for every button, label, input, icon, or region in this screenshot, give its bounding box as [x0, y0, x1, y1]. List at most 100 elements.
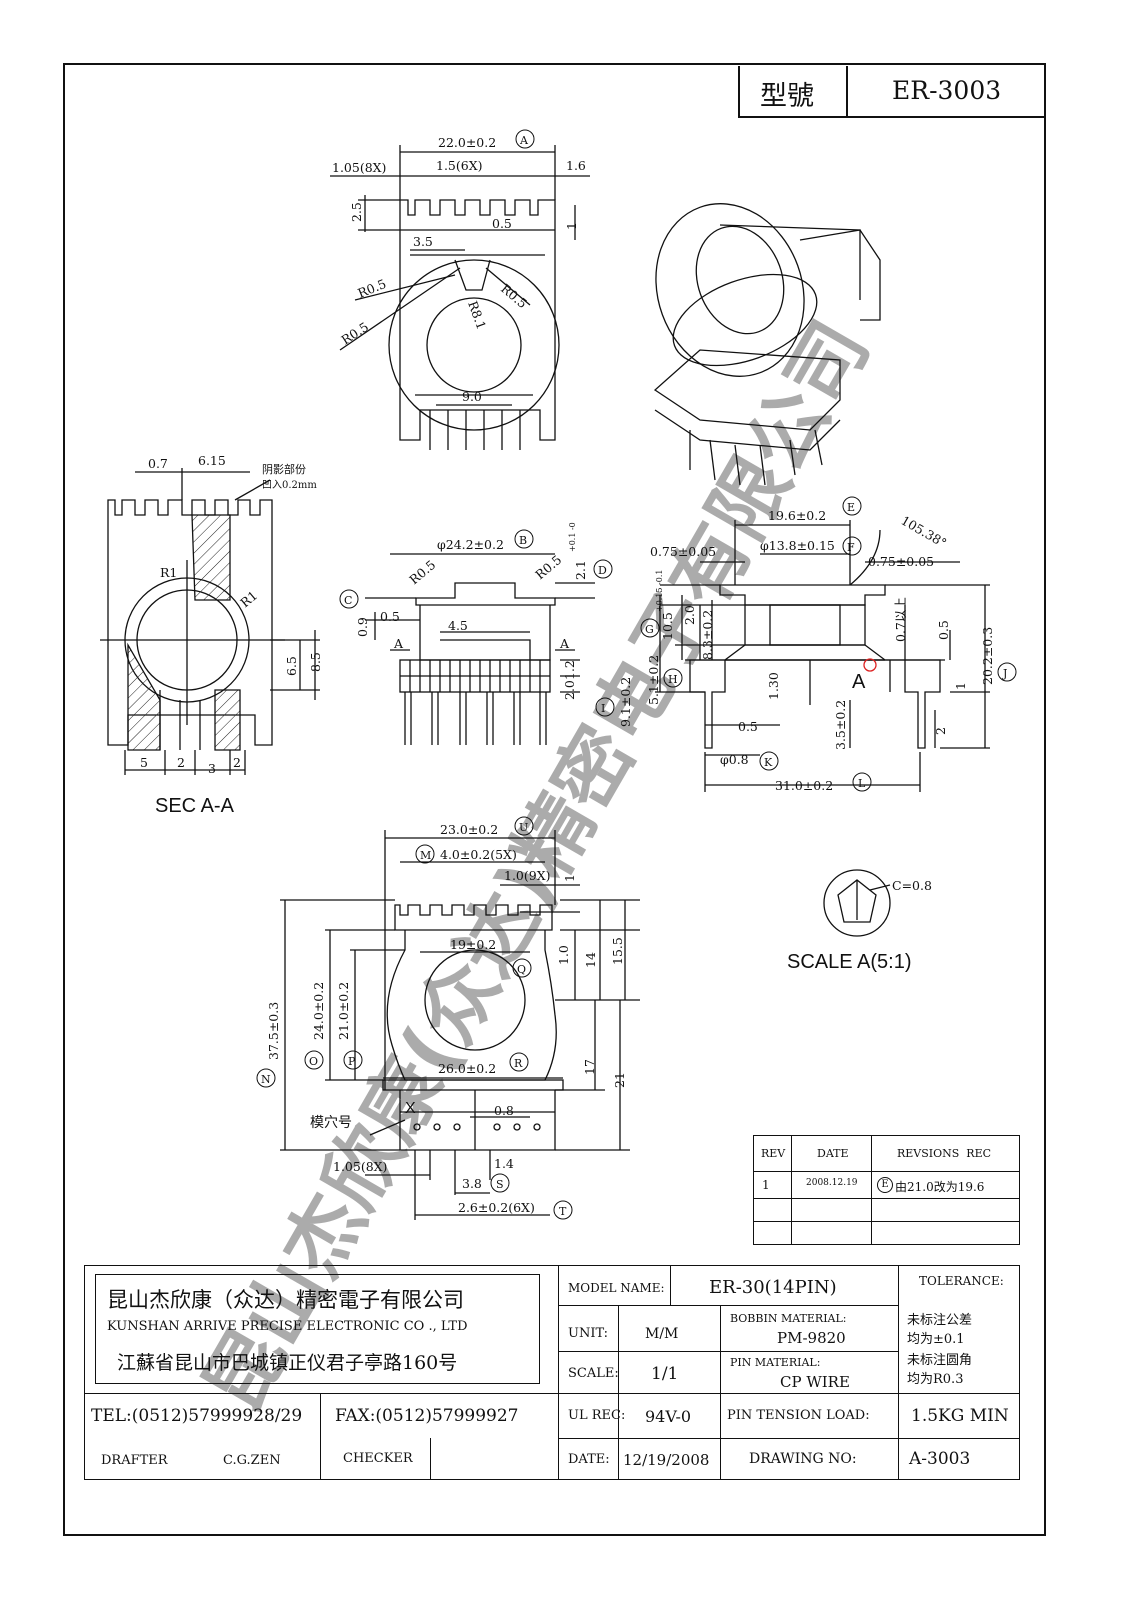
bot-dim-t: 2.6±0.2(6X) — [458, 1200, 535, 1215]
front-tag-d: D — [598, 564, 607, 577]
sec-8-5: 8.5 — [308, 652, 323, 672]
bot-dim-o: 24.0±0.2 — [311, 982, 326, 1040]
side-i: 9.1±0.2 — [618, 677, 633, 727]
bot-dim-q: 19±0.2 — [450, 937, 496, 952]
tolerance-label: TOLERANCE: — [919, 1274, 1004, 1288]
dim-pitch-left: 1.05(8X) — [332, 160, 386, 175]
bot-15-5: 15.5 — [610, 937, 625, 965]
bot-tag-u: U — [519, 821, 528, 834]
bot-tag-r: R — [514, 1057, 523, 1070]
model-name-label: MODEL NAME: — [568, 1281, 665, 1295]
dim-r-center: R8.1 — [465, 299, 489, 332]
bot-tag-n: N — [261, 1073, 271, 1086]
detail-title: SCALE A(5:1) — [787, 951, 912, 973]
bot-1-4: 1.4 — [494, 1156, 514, 1171]
sec-3: 3 — [208, 761, 216, 776]
side-0-5-h: 0.5 — [738, 719, 758, 734]
front-dia-b: φ24.2±0.2 — [437, 537, 504, 552]
sec-5: 5 — [140, 755, 148, 770]
bot-1: 1 — [562, 874, 577, 882]
bot-tag-t: T — [559, 1205, 567, 1218]
sec-2b: 2 — [233, 755, 241, 770]
tension-label: PIN TENSION LOAD: — [727, 1408, 870, 1423]
side-j: 20.2±0.3 — [980, 627, 995, 685]
company-box — [95, 1274, 540, 1384]
model-header-value: ER-3003 — [892, 76, 1002, 105]
checker-label: CHECKER — [343, 1451, 413, 1466]
side-dia-f: φ13.8±0.15 — [760, 538, 835, 553]
side-h: 5.1±0.2 — [646, 655, 661, 705]
front-r-left: R0.5 — [406, 557, 438, 587]
drawing-no-label: DRAWING NO: — [749, 1451, 857, 1467]
bot-dim-r: 26.0±0.2 — [438, 1061, 496, 1076]
bot-dim-p: 21.0±0.2 — [336, 982, 351, 1040]
company-en: KUNSHAN ARRIVE PRECISE ELECTRONIC CO ., … — [107, 1319, 468, 1334]
front-d-value: 2.1 — [573, 560, 588, 580]
side-2-0: 2.0 — [682, 605, 697, 625]
bot-tag-p: P — [348, 1055, 356, 1068]
front-view — [365, 553, 595, 745]
bot-tag-s: S — [496, 1178, 504, 1191]
side-tag-e: E — [847, 501, 855, 514]
model-header-box: 型號 ER-3003 — [738, 66, 1044, 118]
dim-r-left-outer: R0.5 — [356, 276, 389, 301]
front-tag-b: B — [519, 534, 527, 547]
section-a-a — [100, 468, 320, 775]
bot-1-05: 1.05(8X) — [333, 1159, 387, 1174]
bot-dim-s: 3.8 — [462, 1176, 482, 1191]
dim-1-6: 1.6 — [566, 158, 586, 173]
company-cn: 昆山杰欣康（众达）精密電子有限公司 — [107, 1288, 464, 1312]
isometric-view — [653, 203, 881, 486]
drafter-value: C.G.ZEN — [223, 1453, 281, 1468]
side-0-7: 0.7以上 — [893, 597, 908, 642]
side-left-0-75: 0.75±0.05 — [650, 544, 716, 559]
drawing-frame — [63, 63, 1046, 1536]
bot-dim-n: 37.5±0.3 — [266, 1002, 281, 1060]
tag-a: A — [519, 134, 529, 147]
model-name-value: ER-30(14PIN) — [709, 1277, 837, 1298]
bot-tag-o: O — [309, 1055, 318, 1068]
tolerance-l2: 均为±0.1 — [907, 1332, 965, 1347]
front-d-tol: +0.1 -0 — [568, 522, 577, 552]
sec-r1-left: R1 — [160, 565, 177, 580]
tolerance-l1: 未标注公差 — [907, 1313, 973, 1328]
side-tag-k: K — [764, 756, 773, 769]
side-1: 1 — [953, 682, 968, 690]
ul-value: 94V-0 — [645, 1407, 692, 1426]
rev-row-rev: 1 — [762, 1178, 770, 1192]
front-sec-a-right: A — [559, 636, 570, 651]
bot-dim-u: 23.0±0.2 — [440, 822, 498, 837]
scale-value: 1/1 — [651, 1364, 679, 1384]
unit-value: M/M — [645, 1326, 679, 1342]
bot-1-0-9x: 1.0(9X) — [504, 868, 550, 883]
fax: FAX:(0512)57999927 — [335, 1406, 519, 1426]
side-v-tol: +0.15 -0.1 — [655, 570, 664, 612]
dim-pitch-mid: 1.5(6X) — [436, 158, 482, 173]
model-header-label: 型號 — [760, 81, 814, 112]
drafter-label: DRAFTER — [101, 1453, 168, 1468]
sec-6-15: 6.15 — [198, 453, 226, 468]
dim-2-5: 2.5 — [349, 202, 364, 222]
side-right-0-75: 0.75±0.05 — [868, 554, 934, 569]
dim-3-5: 3.5 — [413, 234, 433, 249]
side-tag-h: H — [668, 673, 678, 686]
bot-1-0: 1.0 — [556, 945, 571, 965]
bobbin-label: BOBBIN MATERIAL: — [730, 1312, 847, 1325]
unit-label: UNIT: — [568, 1326, 609, 1341]
bot-x-mark: X — [405, 1100, 416, 1117]
ul-label: UL REC: — [568, 1408, 626, 1423]
front-sec-a-left: A — [393, 636, 404, 651]
bot-0-8: 0.8 — [494, 1103, 514, 1118]
rev-header-rec: REVSIONS REC — [897, 1147, 992, 1160]
scale-label: SCALE: — [568, 1366, 619, 1381]
side-10-5: 10.5 — [660, 612, 675, 640]
company-address: 江蘇省昆山市巴城镇正仪君子亭路160号 — [117, 1352, 458, 1374]
side-tag-g: G — [645, 623, 654, 636]
side-tag-i: I — [601, 702, 605, 715]
front-r-right: R0.5 — [532, 552, 564, 582]
front-1-2: 1.2 — [562, 660, 577, 680]
front-0-5: 0.5 — [380, 609, 400, 624]
side-detail-a: A — [852, 671, 866, 693]
rev-row-tag: E — [877, 1177, 893, 1193]
